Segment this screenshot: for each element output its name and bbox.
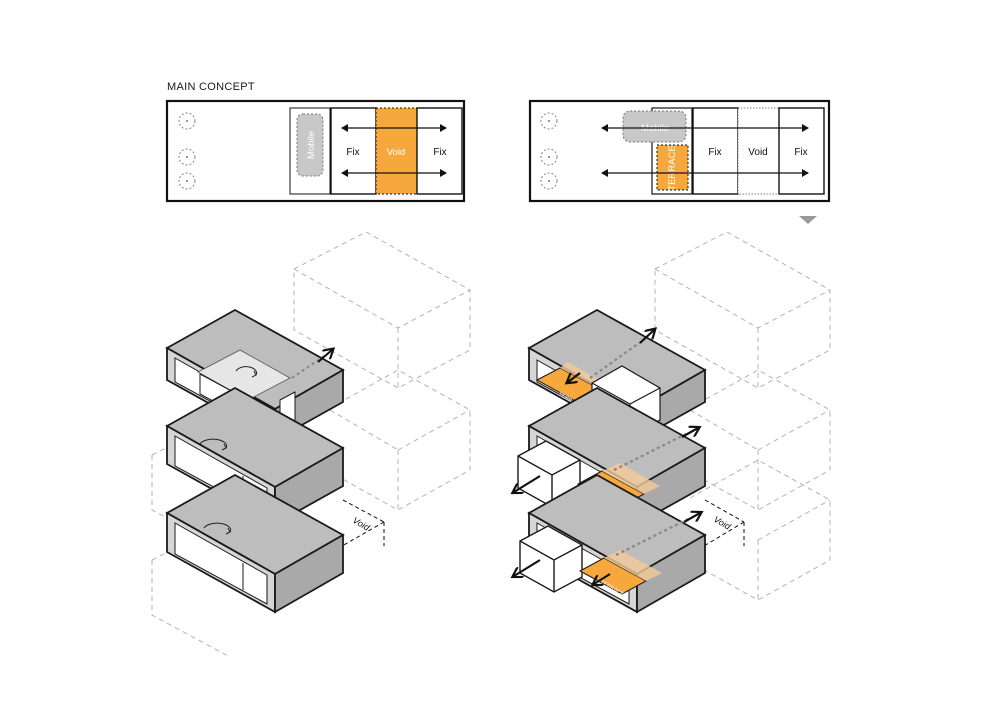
axon-left: Void [151,231,471,658]
fix-cell-1 [692,107,739,195]
void-indicator [341,499,385,547]
plan-right: TERRACE Mobile Fix Void Fix [528,99,831,224]
terrace-module [656,144,689,191]
plan-right-frame [528,99,831,203]
void-label: Void [712,514,733,532]
triangle-down-icon [799,216,817,224]
fix-cell-2 [778,107,825,195]
mobile-module [622,110,687,143]
mobile-label: Mobile [306,131,317,159]
rotation-arrow-icon [199,438,228,449]
void-indicator [703,499,745,547]
rotation-arrow-icon [235,366,258,376]
terrace-label: TERRACE [667,145,678,190]
direction-arrow-icon [514,559,541,576]
cell-label-fix-2: Fix [794,147,807,158]
direction-arrow-icon [681,428,698,438]
cell-label-void: Void [748,147,767,158]
fix-cell-1 [330,107,377,195]
cell-label-fix-2: Fix [433,147,446,158]
module-bottom [165,473,345,614]
fix-cell-2 [416,107,463,195]
cell-label-void: Void [387,147,406,158]
direction-arrow-icon [639,330,654,344]
ghost-volumes [654,231,831,601]
hydrant-symbol-icon [178,112,196,190]
page-title: MAIN CONCEPT [167,81,255,93]
hydrant-symbol-icon [540,112,558,190]
direction-arrow-icon [341,124,447,177]
plan-left: Mobile Fix Void Fix [165,99,466,203]
mobile-module [296,113,324,177]
cell-label-fix-1: Fix [346,147,359,158]
direction-arrow-icon [317,350,332,363]
module-bottom: TERRACE [514,473,707,614]
direction-arrow-icon [514,475,541,492]
cell-label-fix-1: Fix [708,147,721,158]
direction-arrow-icon [568,372,581,382]
plan-left-frame [165,99,466,203]
direction-arrow-icon [601,124,809,177]
ghost-volumes [151,231,471,658]
direction-arrow-icon [683,513,700,523]
axon-right: TERRACE TERRACE [514,231,831,614]
rotation-arrow-icon [203,522,232,533]
